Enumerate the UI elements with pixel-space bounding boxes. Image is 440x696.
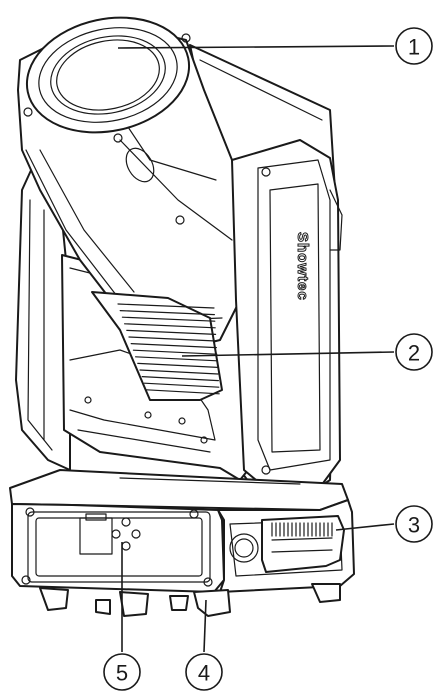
callout-4-label: 4 — [198, 661, 210, 686]
vent-slat — [141, 376, 219, 382]
base-feet — [39, 583, 341, 617]
callout-2-label: 2 — [408, 341, 420, 366]
callout-5: 5 — [103, 653, 141, 691]
leader-3 — [335, 523, 395, 531]
base-right-side — [217, 499, 355, 593]
button-right[interactable] — [131, 529, 141, 539]
vent-slat — [121, 316, 216, 322]
leader-lines — [117, 45, 395, 653]
leader-1 — [117, 45, 395, 49]
vent-slat — [128, 336, 217, 342]
callout-4: 4 — [185, 653, 223, 691]
vent-slat — [146, 389, 220, 395]
power-socket — [229, 533, 259, 563]
callout-5-label: 5 — [116, 661, 128, 686]
button-up[interactable] — [121, 517, 131, 527]
callout-1-label: 1 — [408, 35, 420, 60]
button-left[interactable] — [111, 529, 121, 539]
leader-4 — [203, 599, 207, 653]
callout-3-label: 3 — [408, 513, 420, 538]
vent-slat — [117, 303, 215, 309]
vent-slat — [119, 310, 215, 316]
vent-slat — [130, 343, 217, 349]
callout-3: 3 — [395, 505, 433, 543]
yoke-arm-right-front: Showtec — [231, 139, 343, 491]
yoke-arm-left — [15, 154, 71, 471]
vent-slat — [135, 356, 218, 362]
vent-grille — [91, 291, 223, 401]
vent-slat — [126, 329, 217, 335]
vent-slat — [137, 362, 219, 368]
vent-slat — [143, 382, 220, 388]
control-panel — [79, 513, 141, 555]
vent-slat — [132, 349, 218, 355]
base-front — [11, 503, 225, 593]
callout-2: 2 — [395, 333, 433, 371]
vent-slat — [123, 323, 216, 329]
callout-1: 1 — [395, 27, 433, 65]
brand-logo: Showtec — [294, 232, 311, 301]
front-lens — [23, 16, 191, 134]
vent-slat — [139, 369, 219, 375]
leader-2 — [181, 351, 395, 357]
